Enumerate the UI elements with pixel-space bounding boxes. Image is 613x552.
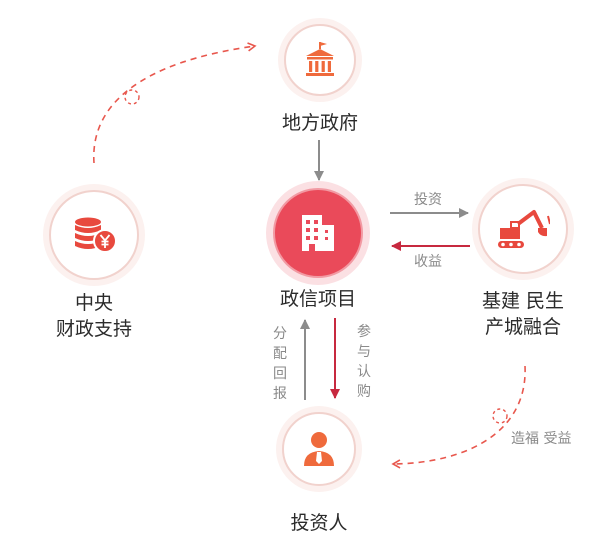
infrastructure-node	[478, 184, 568, 274]
investor-node	[282, 412, 356, 486]
government-node	[284, 24, 356, 96]
arrow-node-dot	[492, 408, 508, 424]
investor-label: 投资人	[290, 512, 348, 534]
excavator-icon	[498, 210, 550, 248]
distribution-label: 分配回报	[273, 326, 287, 402]
arrow-central-to-government	[93, 42, 257, 164]
office-building-icon	[302, 215, 334, 251]
government-building-icon	[306, 42, 334, 76]
invest-label: 投资	[414, 192, 442, 208]
returns-label: 收益	[414, 254, 442, 270]
arrow-infra-to-investor	[391, 365, 526, 469]
subscribe-label: 参与认购	[357, 324, 371, 400]
central-support-node	[49, 190, 139, 280]
coins-yuan-icon	[75, 217, 117, 253]
benefit-label: 造福 受益	[511, 431, 572, 447]
central-support-label: 中央 财政支持	[34, 290, 154, 342]
person-tie-icon	[304, 432, 334, 466]
project-label: 政信项目	[279, 288, 356, 310]
central-support-label-line1: 中央	[74, 292, 113, 314]
infrastructure-label-line1: 基建 民生	[481, 290, 565, 312]
project-node	[273, 188, 363, 278]
arrow-node-dot	[124, 89, 140, 105]
infrastructure-label: 基建 民生 产城融合	[463, 288, 583, 340]
central-support-label-line2: 财政支持	[55, 318, 132, 340]
government-label: 地方政府	[281, 112, 358, 134]
infrastructure-label-line2: 产城融合	[484, 316, 561, 338]
